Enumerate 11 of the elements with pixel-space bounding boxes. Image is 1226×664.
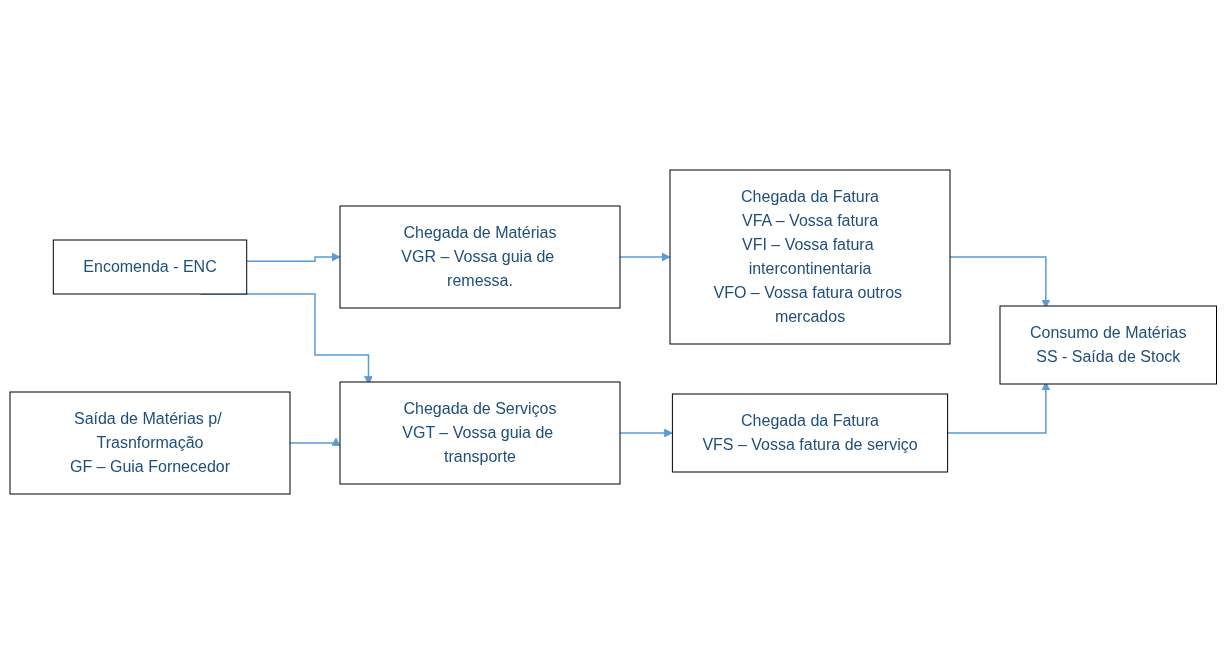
arrow <box>289 437 341 447</box>
node-box: Chegada de Serviços VGT – Vossa guia de transporte <box>339 381 621 485</box>
node-box: Saída de Matérias p/ Trasnformação GF – Guia Fornecedor <box>9 391 291 495</box>
node-box: Chegada da Fatura VFS – Vossa fatura de serviço <box>671 393 948 473</box>
node-box: Chegada de Matérias VGR – Vossa guia de remessa. <box>339 205 621 309</box>
arrow <box>245 252 341 262</box>
arrow <box>619 252 671 262</box>
node-box: Encomenda - ENC <box>52 239 247 295</box>
node-box: Chegada da Fatura VFA – Vossa fatura VFI – Vossa fatura intercontinentaria VFO – Vossa fatura outros mercados <box>669 169 951 345</box>
arrow <box>619 428 673 438</box>
node-box: Consumo de Matérias SS - Saída de Stock <box>999 305 1217 385</box>
